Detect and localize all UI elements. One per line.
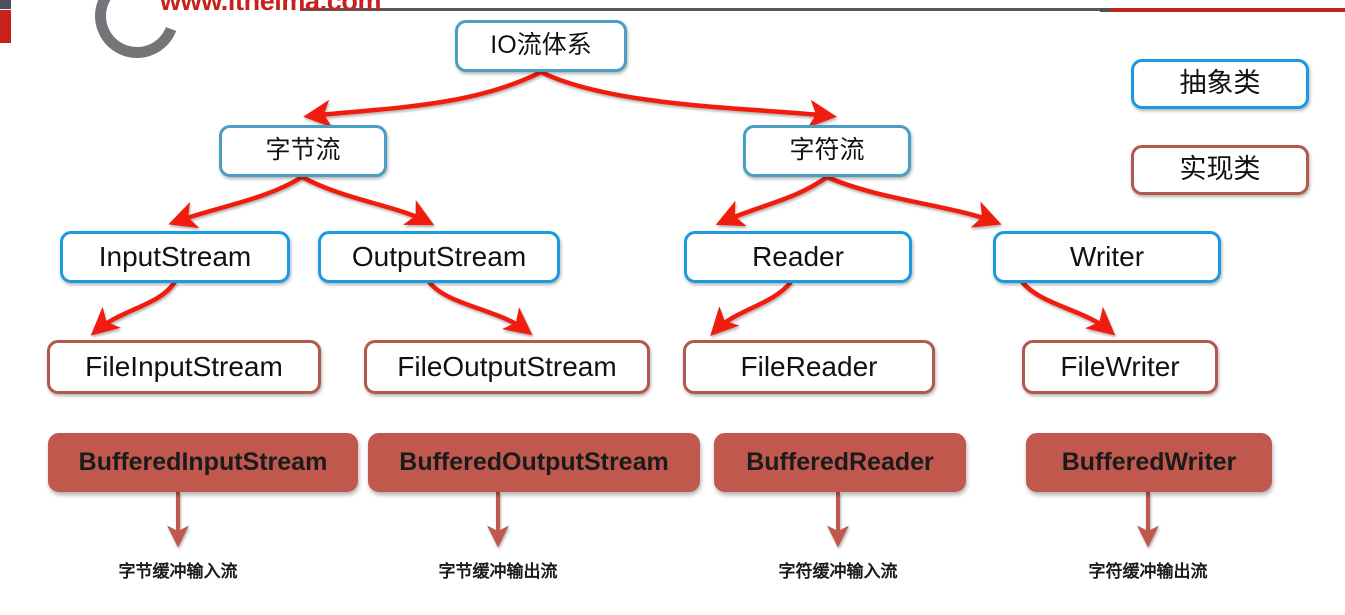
- node-io-stream-system-label: IO流体系: [490, 31, 592, 60]
- legend-abstract-class-label: 抽象类: [1179, 68, 1261, 99]
- connector-writer-to-filewriter: [1020, 280, 1116, 336]
- node-outputstream: OutputStream: [318, 231, 560, 283]
- node-bufferedinputstream: BufferedInputStream: [48, 433, 358, 492]
- logo-accent-bar-top: [0, 0, 11, 9]
- connector-root-to-byte: [303, 69, 544, 128]
- connector-group-red: [90, 69, 1116, 337]
- legend-abstract-class: 抽象类: [1131, 59, 1309, 109]
- logo-accent-bar: [0, 10, 11, 43]
- caption-byte-buffered-output: 字节缓冲输出流: [438, 562, 558, 581]
- connector-reader-to-filereader: [710, 280, 793, 337]
- node-byte-stream: 字节流: [219, 125, 387, 177]
- node-filewriter: FileWriter: [1022, 340, 1218, 394]
- connector-byte-to-inputstream: [168, 174, 305, 229]
- connector-outputstream-to-fileoutputstream: [427, 280, 533, 336]
- node-filereader-label: FileReader: [740, 350, 878, 382]
- node-inputstream: InputStream: [60, 231, 290, 283]
- node-bufferedoutputstream-label: BufferedOutputStream: [399, 447, 669, 476]
- connector-char-to-writer: [824, 174, 1002, 228]
- node-bufferedinputstream-label: BufferedInputStream: [78, 447, 328, 476]
- node-fileoutputstream-label: FileOutputStream: [397, 350, 617, 382]
- caption-char-buffered-output: 字符缓冲输出流: [1088, 562, 1208, 581]
- header-divider-red: [1110, 8, 1345, 12]
- connector-char-to-reader: [715, 174, 830, 227]
- node-bufferedreader-label: BufferedReader: [746, 447, 934, 476]
- legend-implementation-class: 实现类: [1131, 145, 1309, 195]
- node-outputstream-label: OutputStream: [351, 240, 527, 272]
- node-filewriter-label: FileWriter: [1060, 350, 1180, 382]
- connector-group-brown: [167, 492, 1159, 548]
- node-filereader: FileReader: [683, 340, 935, 394]
- header-divider-tick: [1100, 8, 1112, 12]
- node-writer: Writer: [993, 231, 1221, 283]
- node-fileoutputstream: FileOutputStream: [364, 340, 650, 394]
- connector-inputstream-to-fileinputstream: [90, 280, 177, 336]
- node-writer-label: Writer: [1069, 240, 1145, 272]
- node-fileinputstream-label: FileInputStream: [85, 350, 283, 382]
- node-reader-label: Reader: [752, 240, 844, 272]
- node-bufferedoutputstream: BufferedOutputStream: [368, 433, 700, 492]
- watermark-url: www.itheima.com: [160, 0, 382, 16]
- node-reader: Reader: [684, 231, 912, 283]
- connector-root-to-char: [538, 69, 837, 128]
- header-divider-gray: [300, 8, 1120, 11]
- node-bufferedreader: BufferedReader: [714, 433, 966, 492]
- node-char-stream: 字符流: [743, 125, 911, 177]
- node-inputstream-label: InputStream: [98, 240, 252, 272]
- node-char-stream-label: 字符流: [789, 136, 865, 165]
- legend-implementation-class-label: 实现类: [1179, 154, 1261, 185]
- caption-byte-buffered-input: 字节缓冲输入流: [118, 562, 238, 581]
- node-bufferedwriter-label: BufferedWriter: [1061, 447, 1237, 476]
- node-fileinputstream: FileInputStream: [47, 340, 321, 394]
- connector-byte-to-outputstream: [299, 174, 435, 226]
- node-io-stream-system: IO流体系: [455, 20, 627, 72]
- caption-char-buffered-input: 字符缓冲输入流: [778, 562, 898, 581]
- node-bufferedwriter: BufferedWriter: [1026, 433, 1272, 492]
- node-byte-stream-label: 字节流: [265, 136, 341, 165]
